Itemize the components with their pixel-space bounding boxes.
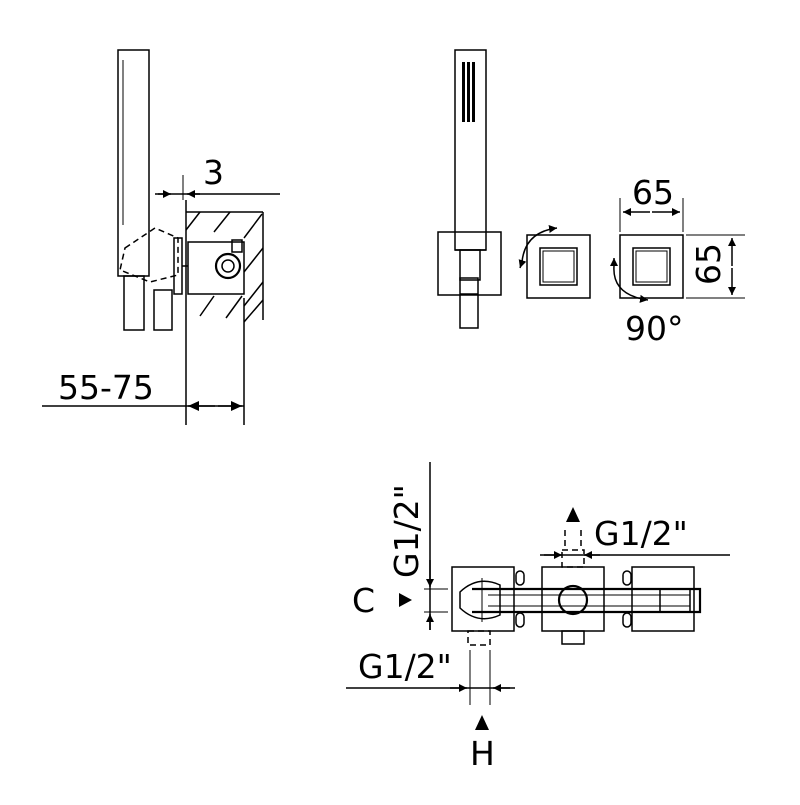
top-outlet-dimension: G1/2" xyxy=(540,507,730,559)
side-wall-plate xyxy=(173,237,183,295)
plan-mixing-pipe xyxy=(472,587,702,614)
cold-marker-arrow xyxy=(399,593,412,607)
rotation-plate-left xyxy=(518,225,591,299)
plan-mounting-ears xyxy=(515,570,632,628)
top-outlet-label: G1/2" xyxy=(594,514,688,553)
side-valve-outlet xyxy=(214,252,242,280)
side-valve-body xyxy=(187,241,245,295)
hot-marker-arrow xyxy=(475,715,489,730)
plan-top-stub xyxy=(561,549,585,568)
plan-right-body xyxy=(631,566,695,632)
side-wall-hatch xyxy=(185,211,264,323)
depth-dimension-label: 55-75 xyxy=(58,368,154,407)
gap-dimension-label: 3 xyxy=(203,153,224,192)
front-handle-neck xyxy=(459,249,481,281)
left-inlet-dimension: G1/2" C xyxy=(352,462,448,630)
front-handshower xyxy=(454,49,487,251)
side-view: 3 55-75 xyxy=(42,49,280,425)
cold-marker-label: C xyxy=(352,581,375,620)
bottom-inlet-label: G1/2" xyxy=(358,647,452,686)
front-view xyxy=(437,49,502,329)
rotation-arrow-right xyxy=(613,265,649,303)
side-holder-stem xyxy=(153,289,173,331)
plan-center-body xyxy=(541,566,605,632)
plan-left-inlet xyxy=(459,580,501,620)
rotation-label: 90° xyxy=(625,309,684,348)
front-nozzle-grid xyxy=(462,62,475,122)
left-inlet-label: G1/2" xyxy=(387,484,426,578)
hot-marker-label: H xyxy=(470,734,495,773)
front-plate xyxy=(437,231,502,296)
plan-bottom-stub xyxy=(561,630,585,645)
front-hose-connector xyxy=(459,277,479,329)
plan-center-cartridge xyxy=(557,584,589,616)
rotation-arrow-left xyxy=(521,225,558,263)
plan-left-body xyxy=(451,566,515,632)
plate-width-label: 65 xyxy=(632,173,674,212)
side-hose-connector xyxy=(123,275,145,331)
valve-plan-view xyxy=(451,549,702,646)
top-outlet-arrow xyxy=(566,507,580,522)
bottom-inlet-dimension: G1/2" H xyxy=(346,647,515,773)
plate-height-label: 65 xyxy=(689,243,728,285)
rotation-plate-right: 90° 65 65 xyxy=(610,173,745,348)
